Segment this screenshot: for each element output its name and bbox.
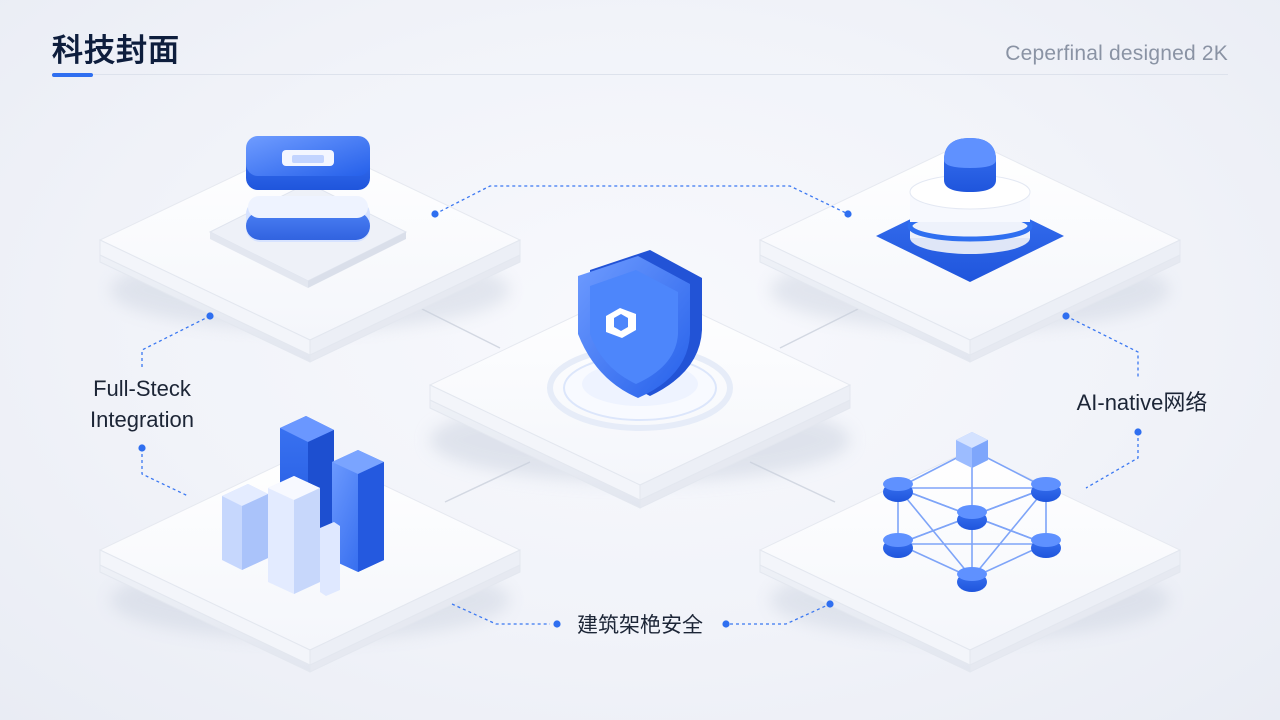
label-full-stack-line2: Integration (90, 407, 194, 432)
label-architecture-security: 建筑架栬安全 (577, 613, 703, 637)
network-nodes (883, 432, 1061, 592)
stacked-layers-icon (208, 136, 408, 288)
label-ai-native-network: AI-native网络 (1076, 390, 1208, 415)
page-title: 科技封面 (52, 33, 180, 69)
label-full-stack-integration: Full-Steck Integration (60, 373, 224, 435)
shield-icon (547, 250, 733, 431)
title-divider (52, 74, 1228, 75)
database-icon (876, 138, 1064, 282)
bar-chart-icon (222, 416, 384, 596)
connector-dots (138, 210, 1142, 628)
title-accent-bar (52, 73, 93, 77)
dashed-connectors (141, 185, 1139, 625)
label-full-stack-line1: Full-Steck (93, 376, 191, 401)
page-subtitle: Ceperfinal designed 2K (1005, 42, 1228, 65)
platform-top-left (98, 139, 522, 363)
platform-bottom-right (758, 449, 1182, 673)
